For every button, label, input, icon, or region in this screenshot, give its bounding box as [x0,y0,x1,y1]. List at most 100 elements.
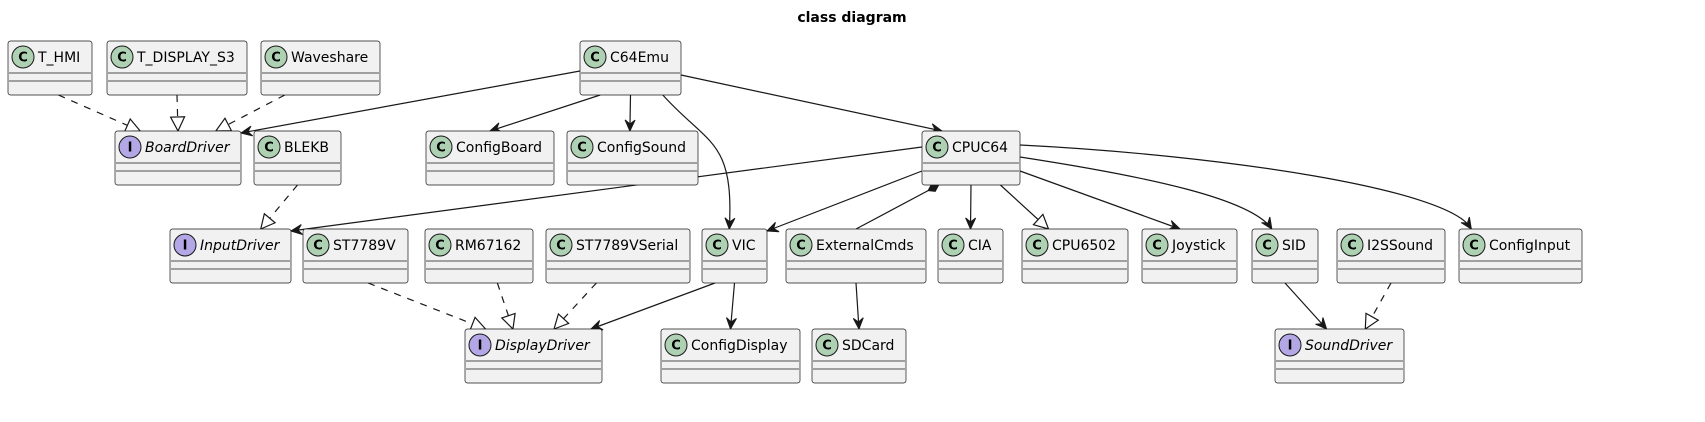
relation-line [662,94,731,230]
class-box [114,130,242,186]
class-icon [11,45,35,69]
interface-icon [118,135,142,159]
class-name: ConfigSound [597,140,686,156]
class-box [1458,228,1583,284]
class-name: SoundDriver [1305,338,1393,354]
class-icon [306,233,330,257]
relation-line [1284,282,1328,330]
class-icon-letter: C [712,239,722,254]
relation-line [367,282,486,330]
relation-c64emu-to-configsound [624,94,636,133]
class-name: CPU6502 [1052,238,1116,254]
class-icon [264,45,288,69]
class-box [1021,228,1129,284]
relation-c64emu-to-configboard [488,94,601,133]
relation-line [489,94,601,132]
class-name: C64Emu [610,50,669,66]
arrow-head [169,116,186,133]
class-name: I2SSound [1367,238,1433,254]
class-icon [257,135,281,159]
class-icon-letter: C [590,51,600,66]
class-box [169,228,292,284]
class-icon-letter: C [556,239,566,254]
class-name: CIA [968,238,992,254]
class-box [425,130,555,186]
class-icon [549,233,573,257]
class-icon [110,45,134,69]
class-name: VIC [732,238,756,254]
class-name: T_DISPLAY_S3 [136,50,235,66]
class-box [464,328,603,384]
relation-line [553,282,597,330]
class-name: BLEKB [284,140,329,156]
class-icon [1340,233,1364,257]
class-box [545,228,691,284]
class-node-configboard[interactable]: C ConfigBoard [425,130,555,186]
class-node-cia[interactable]: C CIA [937,228,1004,284]
class-node-c64emu[interactable]: C C64Emu [579,40,682,96]
class-node-joystick[interactable]: C Joystick [1141,228,1238,284]
class-icon [789,233,813,257]
relation-line [240,70,581,134]
relation-line [855,282,860,330]
relation-vic-to-displaydriver [589,282,716,331]
class-box [106,40,248,96]
class-name: T_HMI [37,50,80,66]
class-icon-letter: C [932,141,942,156]
class-icon-letter: C [796,239,806,254]
class-name: DisplayDriver [495,338,591,354]
interface-icon-letter: I [478,339,483,354]
class-icon [1255,233,1279,257]
relation-rm67162-to-displaydriver [496,282,516,331]
interface-icon-letter: I [128,141,133,156]
relation-cpuc64-to-cpu6502 [999,184,1050,230]
class-node-vic[interactable]: C VIC [701,228,768,284]
class-icon-letter: C [671,339,681,354]
interface-icon [173,233,197,257]
arrow-head [724,217,736,231]
relation-c64emu-to-vic [662,94,736,231]
class-box [1336,228,1446,284]
relation-line [590,282,716,330]
relation-line [58,94,141,132]
class-name: ST7789V [333,238,396,254]
class-icon-letter: C [1152,239,1162,254]
relation-line [1019,144,1472,230]
class-icon-letter: C [948,239,958,254]
arrow-head [624,119,636,133]
arrow-head [259,212,277,231]
class-node-displaydriver[interactable]: I DisplayDriver [464,328,603,384]
relation-blekb-to-inputdriver [259,184,298,231]
relation-cpuc64-to-configinput [1019,144,1472,231]
class-box [260,40,381,96]
class-icon-letter: C [436,141,446,156]
class-box [302,228,409,284]
class-box [424,228,534,284]
relation-line [1019,170,1181,230]
class-name: Joystick [1171,238,1226,254]
class-name: ConfigBoard [456,140,542,156]
class-icon [429,135,453,159]
arrow-head [726,317,737,331]
